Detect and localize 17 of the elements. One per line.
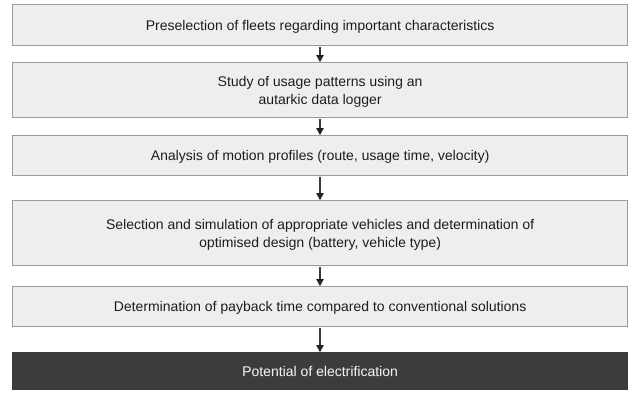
arrow	[316, 328, 324, 352]
box-text: Selection and simulation of appropriate vehicles and determination of optimised design (battery, vehicle type)	[104, 214, 536, 252]
process-box	[12, 4, 628, 46]
arrow	[316, 119, 324, 135]
box-text: Preselection of fleets regarding important characteristics	[144, 16, 496, 34]
arrow	[316, 267, 324, 286]
box-text: Determination of payback time compared to conventional solutions	[112, 297, 528, 316]
result-box	[12, 352, 628, 390]
arrow	[316, 47, 324, 62]
box-text: Potential of electrification	[241, 362, 399, 380]
process-box	[12, 62, 628, 118]
box-text: Analysis of motion profiles (route, usage time, velocity)	[150, 146, 490, 165]
process-box	[12, 135, 628, 176]
process-box	[12, 286, 628, 327]
box-text: Study of usage patterns using an autarkic data logger	[216, 72, 424, 108]
process-box	[12, 200, 628, 266]
arrow	[316, 177, 324, 200]
